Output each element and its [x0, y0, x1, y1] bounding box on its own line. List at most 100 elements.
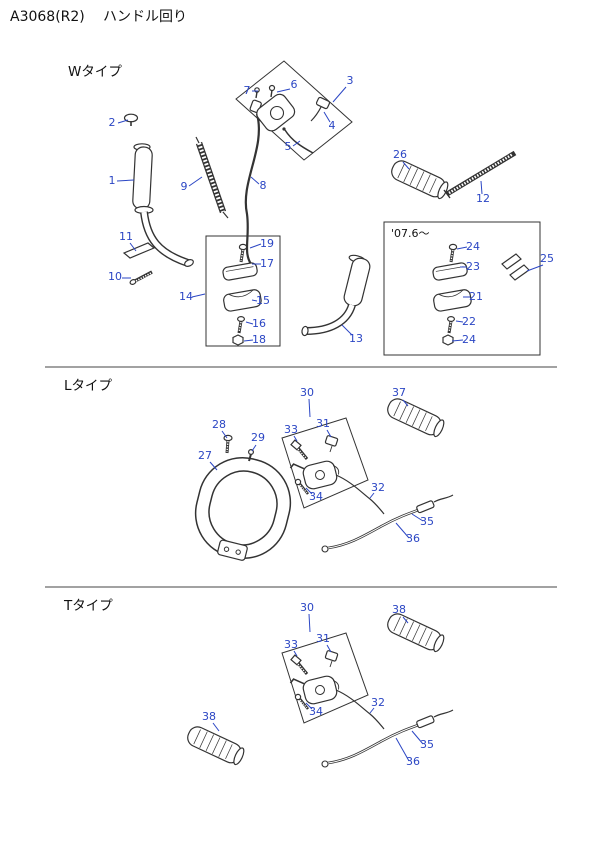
callout-25: 25: [540, 252, 554, 265]
callout-leader-15: [251, 299, 258, 302]
callout-2: 2: [109, 116, 116, 129]
part-14-clamp-box: [205, 235, 281, 347]
callout-34: 34: [309, 705, 323, 718]
callout-leader-31: [326, 644, 332, 653]
callout-35: 35: [420, 515, 434, 528]
callout-14: 14: [179, 290, 193, 303]
callout-leader-35: [411, 730, 424, 745]
callout-34: 34: [309, 490, 323, 503]
callout-leader-24: [451, 339, 464, 342]
callout-leader-4: [323, 111, 331, 123]
callout-leader-12: [480, 180, 483, 195]
callout-leader-19: [249, 243, 262, 249]
callout-22: 22: [462, 315, 476, 328]
callout-leader-14: [191, 293, 206, 298]
part-3-throttle-assembly: [235, 60, 353, 161]
callout-leader-6: [276, 88, 291, 93]
callout-leader-2: [117, 119, 129, 124]
callout-leader-8: [250, 176, 260, 185]
callout-4: 4: [329, 119, 336, 132]
callout-29: 29: [251, 431, 265, 444]
callout-leader-3: [332, 86, 347, 103]
callout-8: 8: [260, 179, 267, 192]
callout-30: 30: [300, 601, 314, 614]
callout-21: 21: [469, 290, 483, 303]
callout-36: 36: [406, 755, 420, 768]
w-section-art: '07.6～: [122, 60, 541, 356]
callout-28: 28: [212, 418, 226, 431]
callout-26: 26: [393, 148, 407, 161]
callout-leader-33: [293, 650, 298, 657]
callout-24: 24: [466, 240, 480, 253]
callout-23: 23: [466, 260, 480, 273]
callout-leader-32: [369, 707, 375, 714]
part-37-grip: [384, 395, 447, 440]
callout-6: 6: [291, 78, 298, 91]
callout-leader-5: [292, 140, 301, 147]
callout-32: 32: [371, 481, 385, 494]
callout-33: 33: [284, 423, 298, 436]
part-38-grip-left: [184, 723, 247, 768]
drawing-title: ハンドル回り: [103, 9, 187, 25]
callout-leader-30: [308, 398, 311, 418]
callout-12: 12: [476, 192, 490, 205]
part-11-strip: [122, 242, 156, 259]
section-label-t: Tタイプ: [63, 598, 113, 614]
part-12-threaded-rod: [443, 150, 517, 199]
callout-38: 38: [202, 710, 216, 723]
part-27-loop-handle: [194, 456, 292, 561]
callout-leader-36: [395, 737, 410, 762]
callout-31: 31: [316, 632, 330, 645]
callout-leader-37: [402, 399, 409, 407]
callout-leader-30: [308, 613, 311, 633]
part-13-right-handlebar: [301, 254, 371, 337]
callout-16: 16: [252, 317, 266, 330]
callout-leader-34: [305, 487, 313, 495]
callout-leader-26: [402, 161, 410, 170]
part-38-grip-right: [384, 610, 447, 655]
callout-leader-34: [305, 702, 313, 710]
callout-19: 19: [260, 237, 274, 250]
callout-36: 36: [406, 532, 420, 545]
callout-leader-28: [221, 430, 228, 439]
callout-leader-35: [411, 513, 424, 522]
part-26-grip: [388, 157, 451, 202]
callout-24: 24: [462, 333, 476, 346]
callout-10: 10: [108, 270, 122, 283]
callout-1: 1: [109, 174, 116, 187]
callout-18: 18: [252, 333, 266, 346]
part-9-spring: [195, 136, 229, 219]
callout-13: 13: [349, 332, 363, 345]
part-10-screw: [129, 270, 153, 285]
callout-30: 30: [300, 386, 314, 399]
part-25-wedges: [501, 253, 530, 281]
callout-5: 5: [285, 140, 292, 153]
callout-33: 33: [284, 638, 298, 651]
callout-35: 35: [420, 738, 434, 751]
callout-32: 32: [371, 696, 385, 709]
callout-leader-33: [293, 435, 298, 442]
callout-37: 37: [392, 386, 406, 399]
callout-leader-29: [251, 444, 257, 452]
callout-leader-13: [341, 324, 353, 336]
part-28-screw: [223, 434, 233, 454]
callout-leader-27: [209, 461, 218, 471]
callout-leader-9: [188, 176, 203, 187]
callout-leader-11: [129, 242, 137, 252]
callout-leader-38: [402, 616, 409, 624]
drawing-code: A3068(R2): [10, 9, 85, 25]
callout-7: 7: [244, 84, 251, 97]
callout-3: 3: [347, 74, 354, 87]
callout-leader-25: [526, 264, 544, 272]
callout-27: 27: [198, 449, 212, 462]
callout-17: 17: [260, 257, 274, 270]
callout-leader-1: [116, 179, 135, 182]
section-label-w: Wタイプ: [68, 64, 122, 80]
callout-leader-16: [245, 321, 254, 325]
callout-leader-38: [212, 722, 220, 732]
callout-leader-18: [243, 339, 254, 342]
callout-15: 15: [256, 294, 270, 307]
callout-9: 9: [181, 180, 188, 193]
